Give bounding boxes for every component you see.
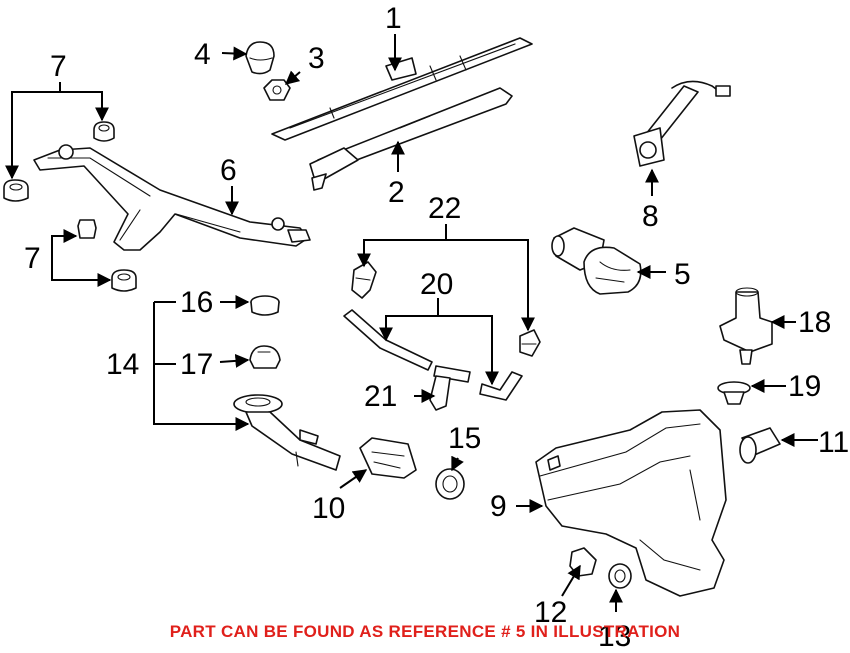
callout-7-top: 7 — [50, 50, 67, 83]
grommet-lower-part — [111, 269, 137, 292]
t-connector-part — [429, 365, 471, 411]
connector-part — [569, 547, 597, 577]
callout-1: 1 — [385, 2, 402, 35]
nut-part — [263, 79, 291, 101]
leader-lines — [5, 34, 818, 612]
callout-22: 22 — [428, 192, 461, 225]
cap-part — [245, 41, 275, 75]
callout-21: 21 — [364, 380, 397, 413]
hose-part — [343, 309, 523, 401]
callout-15: 15 — [448, 422, 481, 455]
hose-fitting-right-part — [519, 329, 541, 357]
pump-connector-part — [633, 80, 731, 167]
callout-5: 5 — [674, 258, 691, 291]
callout-14: 14 — [106, 348, 139, 381]
callout-17: 17 — [180, 348, 213, 381]
callout-12: 12 — [534, 596, 567, 629]
seal-part — [435, 468, 465, 500]
grommet-left-part — [3, 179, 29, 202]
callout-2: 2 — [388, 176, 405, 209]
callout-3: 3 — [308, 42, 325, 75]
callout-18: 18 — [798, 306, 831, 339]
grommet-top-right-part — [93, 121, 115, 142]
callout-16: 16 — [180, 286, 213, 319]
callout-6: 6 — [220, 154, 237, 187]
wiper-motor-part — [551, 227, 642, 295]
filler-cap-alt-part — [249, 345, 281, 369]
callout-7-lower: 7 — [24, 242, 41, 275]
grommet-small-part — [77, 219, 97, 239]
callout-9: 9 — [490, 490, 507, 523]
reference-note: PART CAN BE FOUND AS REFERENCE # 5 IN IL… — [169, 622, 681, 641]
callout-10: 10 — [312, 492, 345, 525]
callout-11: 11 — [818, 426, 849, 459]
callout-4: 4 — [194, 38, 211, 71]
callout-20: 20 — [420, 268, 453, 301]
small-seal-part — [608, 563, 632, 589]
level-sensor-part — [739, 427, 781, 464]
pump-grommet-part — [717, 381, 751, 405]
filler-cap-part — [250, 295, 280, 316]
wiper-linkage-part — [33, 144, 311, 251]
callout-13: 13 — [598, 620, 631, 653]
washer-reservoir-part — [535, 409, 727, 597]
callout-8: 8 — [642, 200, 659, 233]
callout-19: 19 — [788, 370, 821, 403]
wiper-arm-part — [309, 87, 513, 191]
callout-labels: 1 2 3 4 5 6 7 7 8 9 10 11 12 13 14 15 16… — [24, 2, 849, 653]
filler-neck-part — [233, 394, 341, 471]
bracket-part — [359, 437, 417, 479]
washer-pump-part — [719, 287, 773, 365]
hose-fitting-left-part — [351, 261, 377, 299]
